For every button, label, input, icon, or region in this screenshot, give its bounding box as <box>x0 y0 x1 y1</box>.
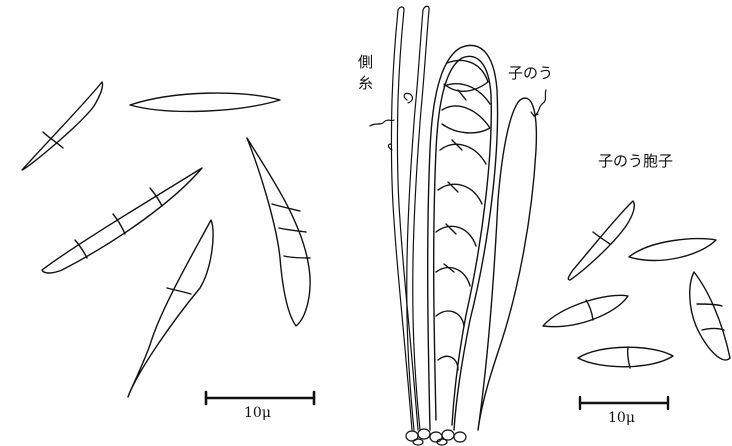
ascus-empty <box>478 98 536 430</box>
small-ascospore-2 <box>629 239 716 261</box>
ascospore-one-celled <box>130 93 280 111</box>
small-ascospore-1 <box>568 201 634 280</box>
ascospore-two-celled <box>22 82 103 170</box>
scale-bar-left-line <box>206 392 314 404</box>
ascus-base-cells <box>406 429 466 445</box>
ascospore-four-celled <box>42 168 202 273</box>
scale-bar-right-text: 10μ <box>608 410 635 426</box>
ascus-with-spores <box>428 45 498 430</box>
label-pointers <box>370 90 546 126</box>
paraphyses <box>388 6 429 430</box>
ascospores-large <box>22 82 310 397</box>
small-ascospore-4 <box>690 272 730 360</box>
scale-bar-right-line <box>580 397 668 409</box>
ascospores-small <box>543 201 730 368</box>
label-paraphysis: 側糸 <box>355 54 376 96</box>
scale-bar-left-text: 10μ <box>244 405 271 421</box>
label-ascus: 子のう <box>508 62 553 83</box>
small-ascospore-3 <box>543 295 628 326</box>
label-ascospore: 子のう胞子 <box>598 150 673 171</box>
small-ascospore-5 <box>578 347 673 368</box>
ascospore-four-celled-curved <box>247 138 310 326</box>
ascospore-two-celled-diagonal <box>128 220 213 397</box>
